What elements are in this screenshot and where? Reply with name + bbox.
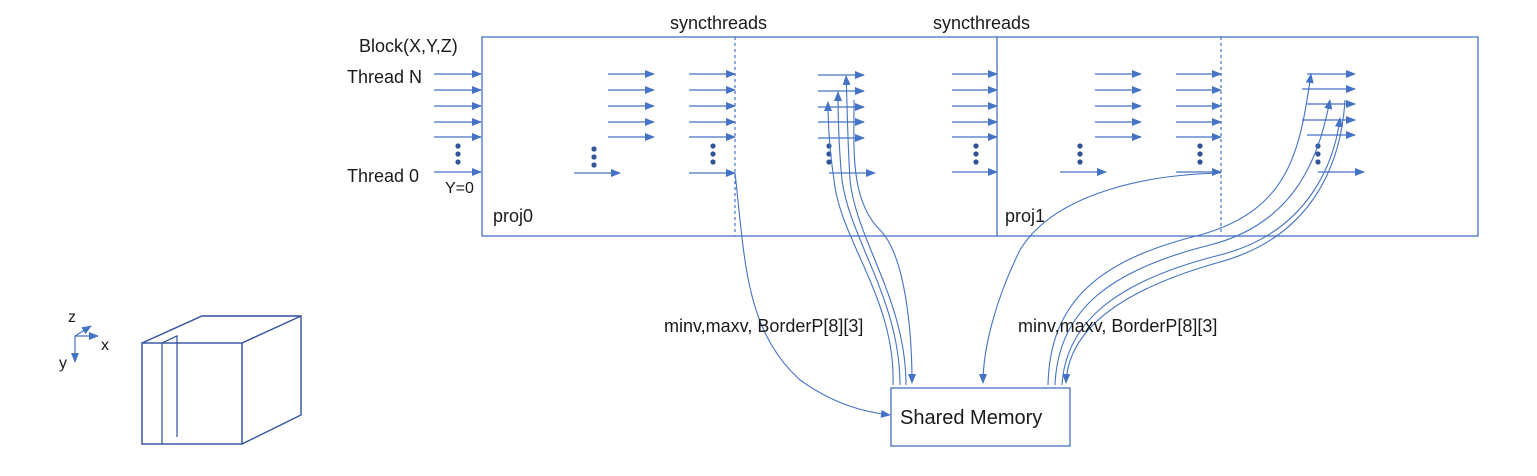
curve-memory-read-2 bbox=[834, 91, 901, 386]
ellipsis-dot bbox=[455, 143, 461, 149]
syncthreads-label-1: syncthreads bbox=[670, 13, 767, 33]
memory-transfer-curves bbox=[734, 73, 1346, 418]
axis-x-label: x bbox=[101, 337, 109, 354]
ellipsis-dot bbox=[455, 159, 461, 165]
block-label: Block(X,Y,Z) bbox=[359, 36, 458, 56]
ellipsis-dot bbox=[1077, 151, 1083, 157]
ellipsis-dot bbox=[973, 143, 979, 149]
axis-y-label: y bbox=[59, 355, 67, 372]
curve-proj1-to-memory bbox=[979, 172, 1222, 384]
curve-memory-read-3 bbox=[842, 75, 907, 386]
ellipsis-dot bbox=[826, 143, 832, 149]
curve-memory-read-1 bbox=[824, 101, 894, 386]
ellipsis-dot bbox=[1197, 143, 1203, 149]
shared-memory-label: Shared Memory bbox=[900, 407, 1042, 429]
ellipsis-dot bbox=[591, 146, 597, 152]
thread-arrows bbox=[434, 70, 1365, 177]
ellipsis-dot bbox=[973, 151, 979, 157]
curve-memory-read-5 bbox=[1054, 99, 1333, 386]
axis-indicator: z x y bbox=[59, 309, 109, 372]
ellipsis-dot bbox=[1077, 143, 1083, 149]
ellipsis-dot bbox=[826, 159, 832, 165]
ellipsis-dot bbox=[1197, 151, 1203, 157]
y-zero-label: Y=0 bbox=[445, 180, 474, 197]
syncthreads-label-2: syncthreads bbox=[933, 13, 1030, 33]
ellipsis-dot bbox=[591, 162, 597, 168]
thread-n-label: Thread N bbox=[347, 67, 422, 87]
ellipsis-dot bbox=[710, 143, 716, 149]
curve-memory-write-2 bbox=[1062, 99, 1346, 384]
thread-ellipses bbox=[455, 143, 1321, 168]
ellipsis-dot bbox=[710, 151, 716, 157]
volume-cube bbox=[141, 315, 302, 445]
curve-proj0-to-memory bbox=[734, 172, 891, 418]
proj0-label: proj0 bbox=[493, 206, 533, 226]
proj1-label: proj1 bbox=[1005, 206, 1045, 226]
ellipsis-dot bbox=[455, 151, 461, 157]
curve-memory-read-4 bbox=[1047, 73, 1314, 386]
shared-vars-label-2: minv,maxv, BorderP[8][3] bbox=[1018, 316, 1217, 336]
shared-vars-label-1: minv,maxv, BorderP[8][3] bbox=[664, 316, 863, 336]
ellipsis-dot bbox=[1315, 159, 1321, 165]
ellipsis-dot bbox=[1197, 159, 1203, 165]
ellipsis-dot bbox=[591, 154, 597, 160]
block-frame bbox=[481, 36, 1479, 237]
ellipsis-dot bbox=[710, 159, 716, 165]
ellipsis-dot bbox=[1315, 151, 1321, 157]
axis-z-label: z bbox=[68, 309, 76, 326]
ellipsis-dot bbox=[973, 159, 979, 165]
thread-0-label: Thread 0 bbox=[347, 166, 419, 186]
volume-slice bbox=[161, 335, 178, 444]
curve-memory-write-1 bbox=[853, 99, 916, 384]
curve-memory-read-6 bbox=[1061, 117, 1343, 386]
shared-memory-box bbox=[890, 387, 1071, 447]
ellipsis-dot bbox=[1077, 159, 1083, 165]
